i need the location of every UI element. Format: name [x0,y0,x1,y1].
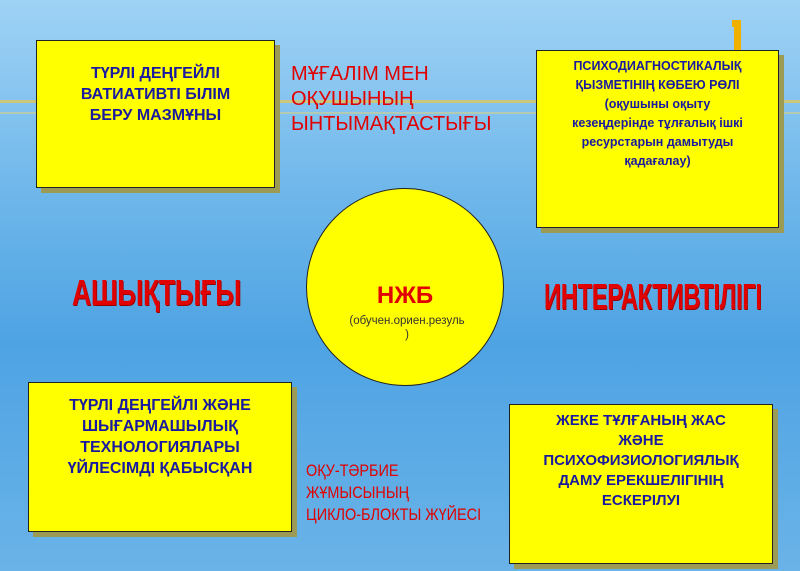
box-line: ЖӘНЕ [618,432,664,449]
label-line: МҰҒАЛІМ МЕН [291,63,429,85]
label-line: ЦИКЛО-БЛОКТЫ ЖҮЙЕСІ [306,505,482,524]
box-line: қадағалау) [624,154,691,168]
box-line: (оқушыны оқыту [604,97,711,111]
center-title: НЖБ [376,282,434,309]
box-line: ВАТИАТИВТІ БІЛІМ [80,86,231,103]
center-subtitle: (обучен.ориен.резуль ) [337,314,477,342]
box-line: ЖЕКЕ ТҰЛҒАНЫҢ ЖАС [556,412,726,429]
corner-bracket-icon [732,20,741,52]
box-line: ДАМУ ЕРЕКШЕЛІГІНІҢ [558,472,724,489]
box-bottom-right: ЖЕКЕ ТҰЛҒАНЫҢ ЖАС ЖӘНЕ ПСИХОФИЗИОЛОГИЯЛЫ… [509,404,773,564]
label-openness: АШЫҚТЫҒЫ [72,272,241,313]
decorative-stripe [0,100,800,103]
box-line: ЕСКЕРІЛУІ [601,492,681,509]
label-line: ОҚУШЫНЫҢ [291,88,414,110]
box-line: ШЫҒАРМАШЫЛЫҚ [81,418,239,435]
box-top-right: ПСИХОДИАГНОСТИКАЛЫҚ ҚЫЗМЕТІНІҢ КӨБЕЮ РӨЛ… [536,50,779,228]
box-line: ТҮРЛІ ДЕҢГЕЙЛІ ЖӘНЕ [69,397,251,414]
label-interactivity: ИНТЕРАКТИВТІЛІГІ [544,276,762,317]
box-line: ПСИХОДИАГНОСТИКАЛЫҚ [573,59,742,73]
box-line: ПСИХОФИЗИОЛОГИЯЛЫҚ [543,452,739,469]
label-cooperation: МҰҒАЛІМ МЕН ОҚУШЫНЫҢ ЫНТЫМАҚТАСТЫҒЫ [291,62,491,137]
subtitle-line: (обучен.ориен.резуль [349,315,465,327]
subtitle-line: ) [405,329,409,341]
box-bottom-left: ТҮРЛІ ДЕҢГЕЙЛІ ЖӘНЕ ШЫҒАРМАШЫЛЫҚ ТЕХНОЛО… [28,382,292,532]
label-line: ЖҰМЫСЫНЫҢ [306,483,410,502]
box-line: ҚЫЗМЕТІНІҢ КӨБЕЮ РӨЛІ [575,78,740,92]
label-cycle: ОҚУ-ТӘРБИЕ ЖҰМЫСЫНЫҢ ЦИКЛО-БЛОКТЫ ЖҮЙЕСІ [306,460,481,526]
decorative-stripe-thin [0,112,800,114]
box-line: ТЕХНОЛОГИЯЛАРЫ [80,439,240,456]
label-line: ЫНТЫМАҚТАСТЫҒЫ [291,113,492,135]
box-top-left: ТҮРЛІ ДЕҢГЕЙЛІ ВАТИАТИВТІ БІЛІМ БЕРУ МАЗ… [36,40,275,188]
box-line: ТҮРЛІ ДЕҢГЕЙЛІ [91,65,220,82]
box-line: ресурстарын дамытуды [581,135,734,149]
center-circle: НЖБ (обучен.ориен.резуль ) [306,188,504,386]
box-line: ҮЙЛЕСІМДІ ҚАБЫСҚАН [67,460,253,477]
box-line: кезеңдерінде тұлғалық ішкі [572,116,743,130]
label-line: ОҚУ-ТӘРБИЕ [306,461,399,480]
box-line: БЕРУ МАЗМҰНЫ [89,107,222,124]
